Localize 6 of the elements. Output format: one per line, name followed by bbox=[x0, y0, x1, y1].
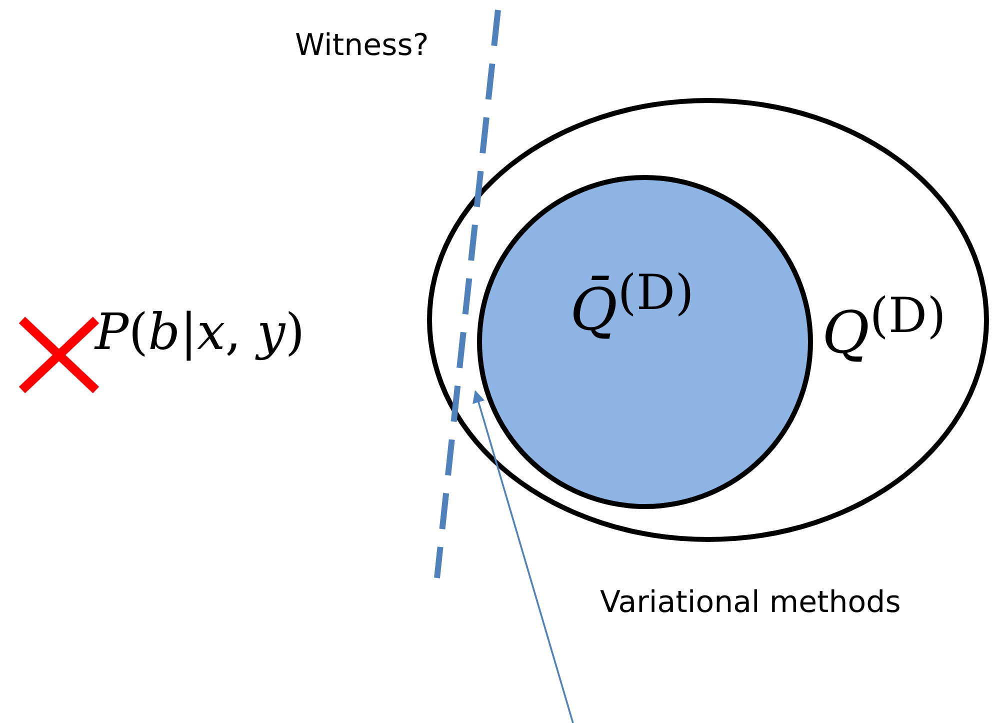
method-label: Variational methods bbox=[600, 585, 901, 620]
witness-label: Witness? bbox=[295, 28, 429, 63]
arrow bbox=[472, 390, 574, 723]
probability-label: P(b|x, y) bbox=[95, 303, 305, 361]
set-label: Q̄$^{(D)}$ bbox=[570, 265, 694, 344]
set-label: Q$^{(D)}$ bbox=[822, 288, 946, 366]
